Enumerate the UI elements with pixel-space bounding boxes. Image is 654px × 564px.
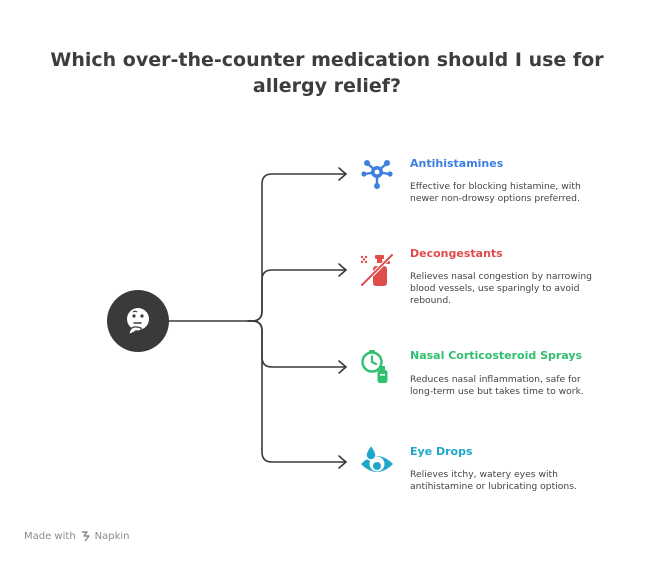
item-desc-eye-drops: Relieves itchy, watery eyes with antihis… <box>410 469 625 493</box>
connector-decongestants <box>247 269 347 322</box>
desc-line: Relieves nasal congestion by narrowing <box>410 271 592 282</box>
arrowhead-3 <box>338 360 347 374</box>
footer-credit: Made with Napkin <box>24 530 130 542</box>
desc-line: newer non-drowsy options preferred. <box>410 193 580 204</box>
question-hub <box>107 290 169 352</box>
item-title-antihistamines: Antihistamines <box>410 157 504 170</box>
desc-line: Relieves itchy, watery eyes with <box>410 469 558 480</box>
desc-line: blood vessels, use sparingly to avoid <box>410 283 580 294</box>
page-title: Which over-the-counter medication should… <box>20 47 634 99</box>
desc-line: long-term use but takes time to work. <box>410 386 584 397</box>
connector-eye-drops <box>247 320 347 463</box>
timer-spray-icon <box>359 349 395 385</box>
title-line-1: Which over-the-counter medication should… <box>50 49 604 71</box>
title-line-2: allergy relief? <box>252 75 402 97</box>
desc-line: Effective for blocking histamine, with <box>410 181 581 192</box>
item-desc-antihistamines: Effective for blocking histamine, with n… <box>410 181 625 205</box>
item-title-eye-drops: Eye Drops <box>410 445 473 458</box>
item-desc-nasal-sprays: Reduces nasal inflammation, safe for lon… <box>410 374 625 398</box>
item-desc-decongestants: Relieves nasal congestion by narrowing b… <box>410 271 625 307</box>
item-title-nasal-sprays: Nasal Corticosteroid Sprays <box>410 349 583 362</box>
thinking-face-icon <box>127 308 149 335</box>
napkin-brand[interactable]: Napkin <box>80 530 130 542</box>
desc-line: rebound. <box>410 295 452 306</box>
desc-line: Reduces nasal inflammation, safe for <box>410 374 581 385</box>
molecule-icon <box>359 156 395 192</box>
arrowhead-1 <box>338 167 347 181</box>
no-spray-icon <box>359 252 395 288</box>
eye-drop-icon <box>359 443 395 480</box>
arrowhead-2 <box>338 263 347 277</box>
arrowhead-4 <box>338 455 347 469</box>
made-with-label: Made with <box>24 530 76 542</box>
desc-line: antihistamine or lubricating options. <box>410 481 577 492</box>
item-title-decongestants: Decongestants <box>410 247 503 260</box>
napkin-logo-icon <box>81 531 90 542</box>
napkin-label: Napkin <box>94 530 130 542</box>
